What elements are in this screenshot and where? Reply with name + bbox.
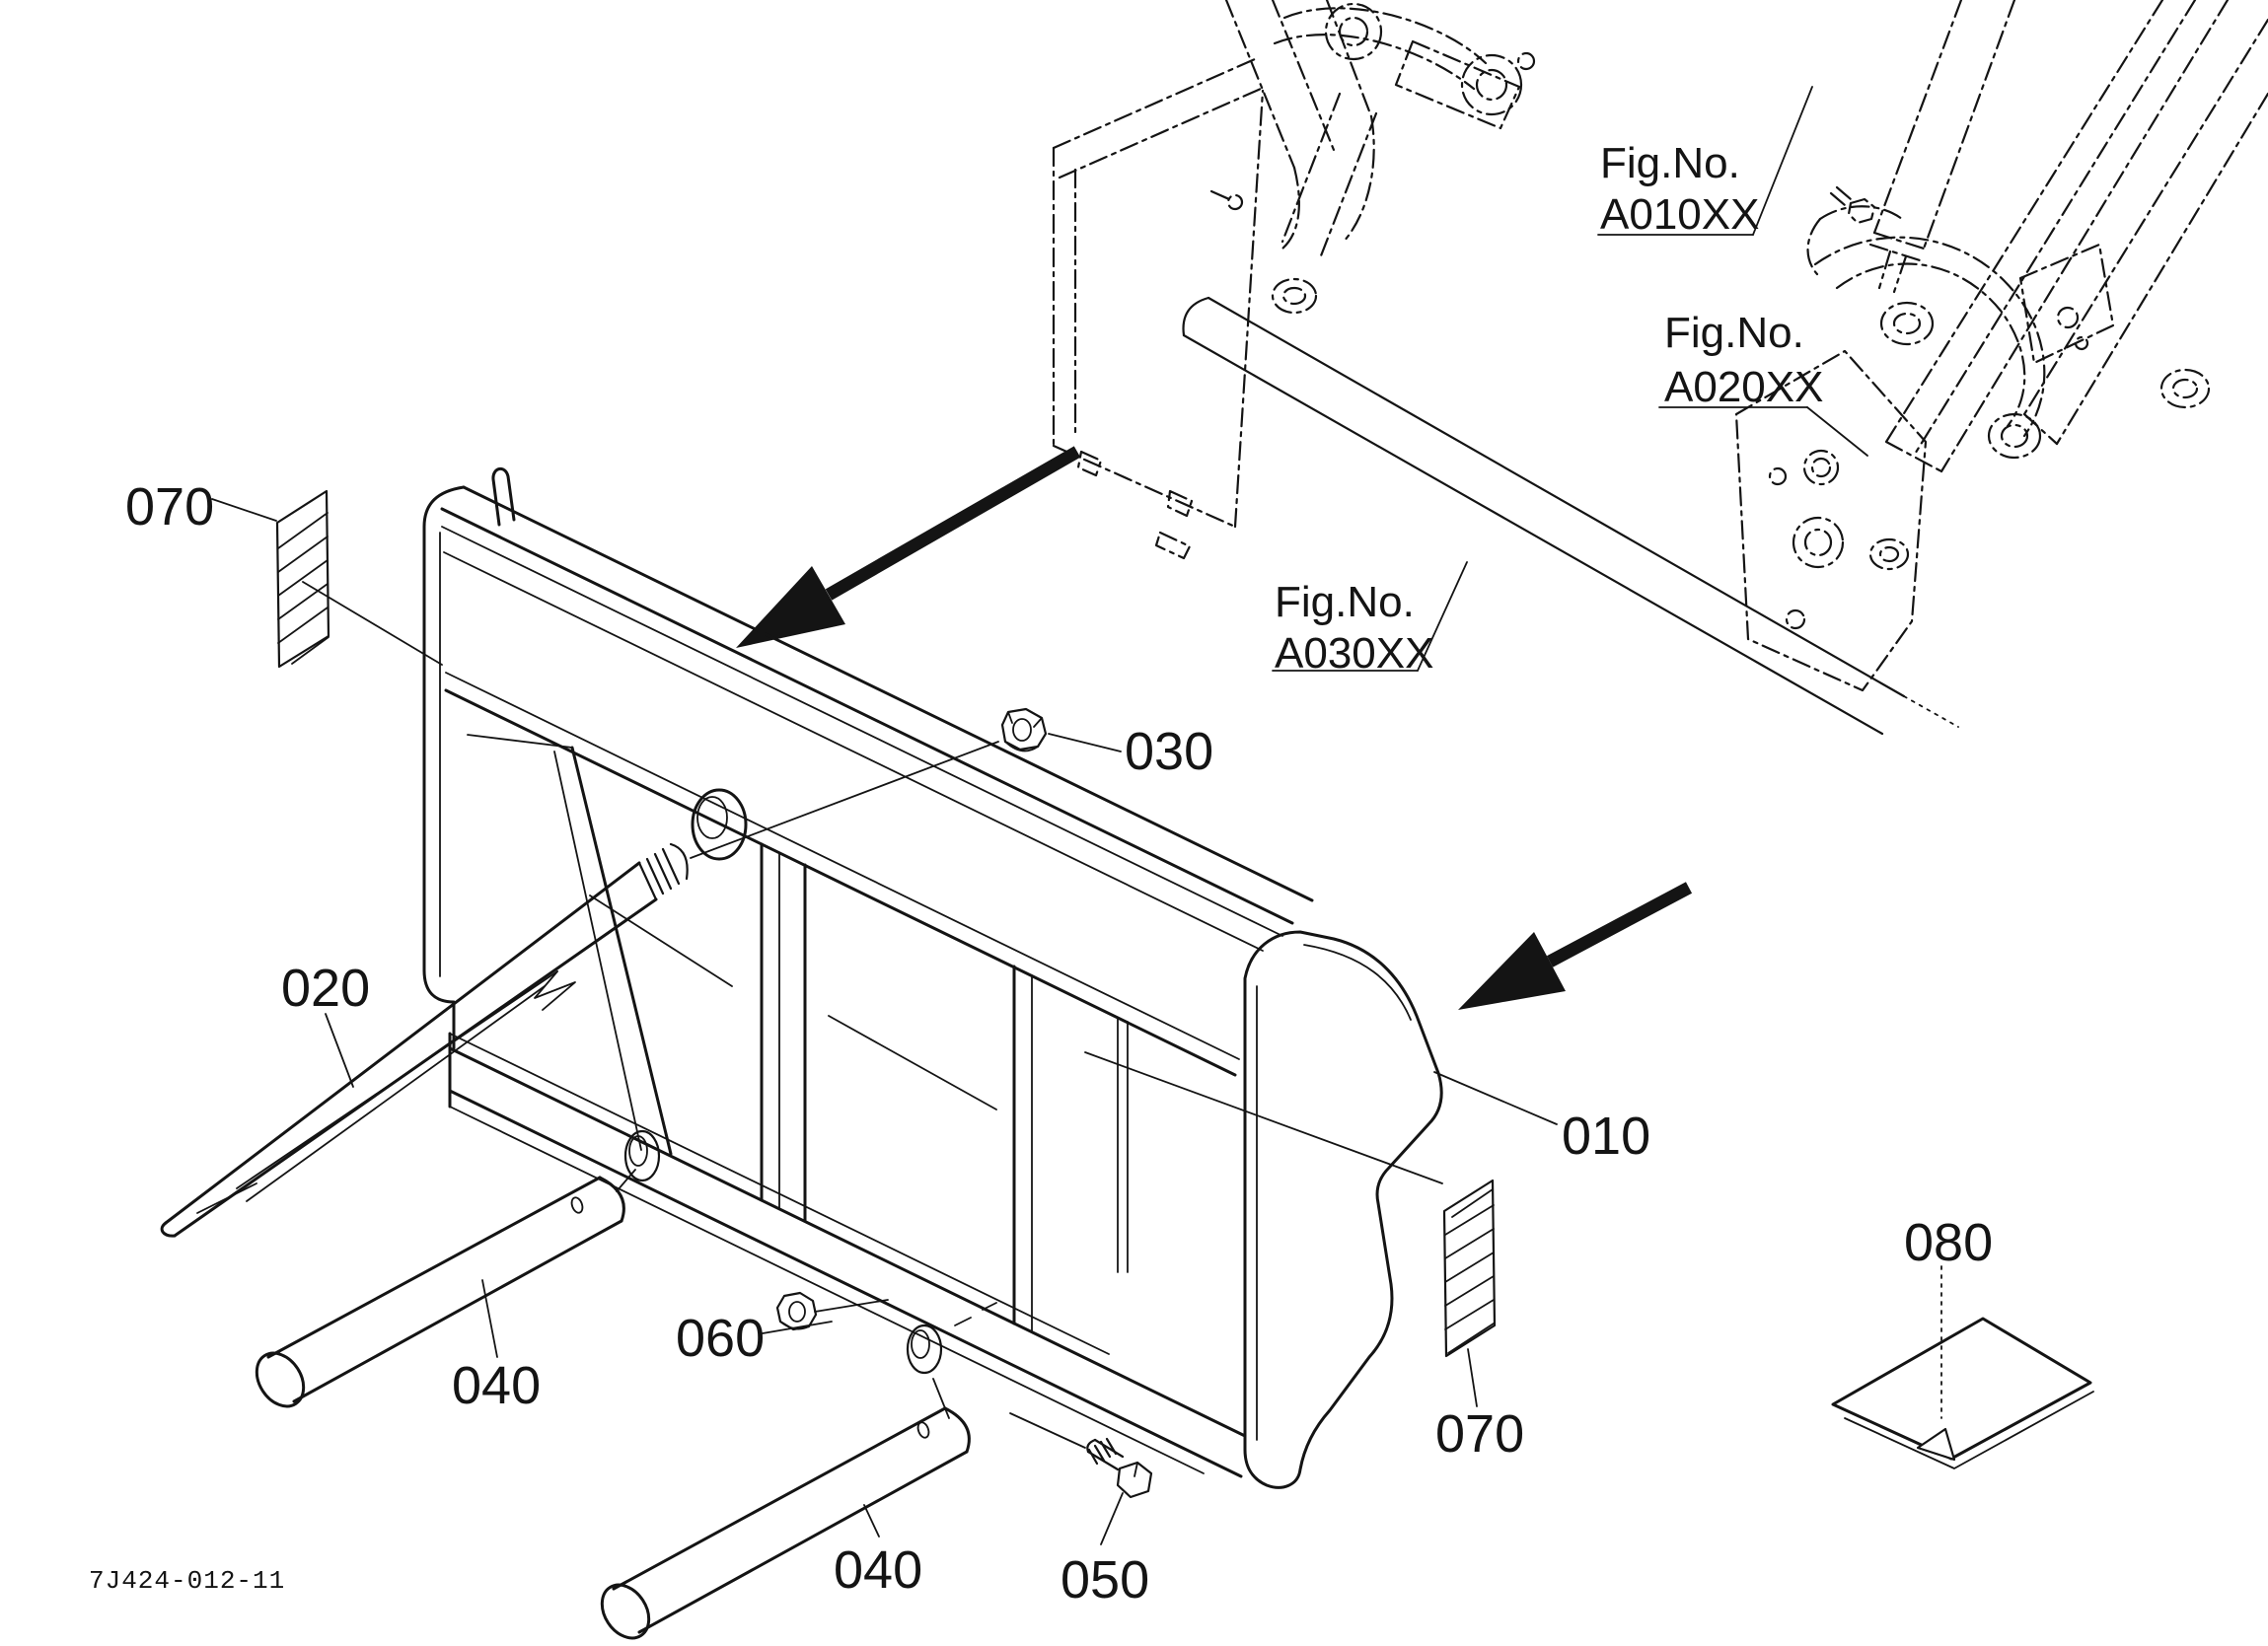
rod-040-upper bbox=[255, 1169, 636, 1408]
callout-030[interactable]: 030 bbox=[1125, 722, 1213, 781]
rod-040-lower bbox=[600, 1378, 971, 1640]
fig-ref-a020xx-prefix[interactable]: Fig.No. bbox=[1664, 309, 1804, 357]
frame-010 bbox=[422, 467, 1443, 1489]
spear-020 bbox=[160, 741, 999, 1238]
fig-ref-a020xx-number[interactable]: A020XX bbox=[1664, 363, 1823, 411]
fig-ref-a010xx-number[interactable]: A010XX bbox=[1600, 190, 1759, 239]
assembly-arrow-left bbox=[736, 446, 1081, 648]
drawing-number: 7J424-012-11 bbox=[89, 1566, 285, 1596]
decal-070-left bbox=[275, 489, 330, 669]
callout-010[interactable]: 010 bbox=[1562, 1107, 1650, 1166]
bolt-050 bbox=[1009, 1412, 1153, 1499]
callout-050[interactable]: 050 bbox=[1061, 1550, 1149, 1610]
fig-ref-a010xx[interactable]: Fig.No. A010XX bbox=[1597, 86, 1813, 239]
fig-ref-a030xx-number[interactable]: A030XX bbox=[1275, 629, 1433, 678]
callout-020[interactable]: 020 bbox=[281, 959, 370, 1018]
callout-060[interactable]: 060 bbox=[676, 1309, 765, 1368]
cross-tube-reference bbox=[1182, 296, 1959, 736]
fig-ref-a010xx-prefix[interactable]: Fig.No. bbox=[1600, 139, 1740, 187]
callout-070-right[interactable]: 070 bbox=[1435, 1404, 1524, 1464]
callout-040-lower[interactable]: 040 bbox=[834, 1540, 922, 1600]
callout-070-left[interactable]: 070 bbox=[125, 477, 214, 537]
fig-ref-a030xx[interactable]: Fig.No. A030XX bbox=[1272, 561, 1468, 678]
leader-lines bbox=[211, 498, 1942, 1545]
assembly-arrow-right bbox=[1458, 882, 1693, 1010]
callout-040-upper[interactable]: 040 bbox=[452, 1356, 541, 1415]
manual-080 bbox=[1831, 1317, 2094, 1469]
callout-080[interactable]: 080 bbox=[1904, 1213, 1993, 1272]
decal-070-right bbox=[1442, 1179, 1497, 1358]
loader-arm-left-reference bbox=[1052, 0, 1536, 560]
nut-030 bbox=[1000, 707, 1048, 752]
fig-ref-a030xx-prefix[interactable]: Fig.No. bbox=[1275, 578, 1415, 626]
loader-arm-right-reference bbox=[1734, 0, 2268, 692]
fig-ref-a020xx[interactable]: Fig.No. A020XX bbox=[1658, 309, 1868, 457]
